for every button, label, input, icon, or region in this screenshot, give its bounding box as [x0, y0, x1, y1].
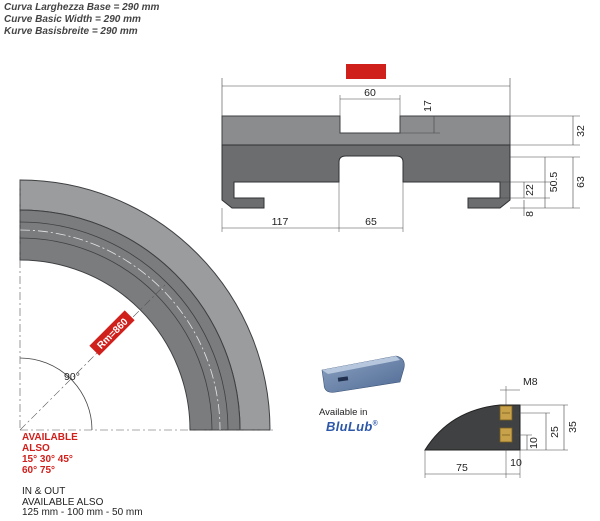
available-angles: AVAILABLE ALSO 15° 30° 45° 60° 75°	[22, 432, 78, 476]
dim-offset: 10	[510, 457, 522, 469]
dim-screw: M8	[523, 376, 538, 388]
angle-label: 90°	[64, 371, 80, 383]
red-line: 60° 75°	[22, 465, 56, 476]
in-out-availability: IN & OUT AVAILABLE ALSO 125 mm - 100 mm …	[22, 486, 143, 519]
dim-total-height: 63	[575, 176, 587, 188]
dim-slot-height: 22	[524, 184, 536, 196]
brand-name: BluLub	[326, 419, 373, 434]
dim-left-span: 117	[272, 216, 289, 228]
red-line: AVAILABLE	[22, 432, 78, 443]
dim-hole-gap: 10	[528, 437, 540, 449]
dim-length: 75	[456, 462, 468, 474]
dim-base-thickness: 8	[524, 211, 536, 217]
width-badge	[346, 64, 386, 79]
red-line: ALSO	[22, 443, 50, 454]
radius-badge	[89, 310, 135, 356]
upper-plate	[221, 115, 511, 146]
end-piece-shape	[424, 404, 521, 451]
curve-drawing: 90° Rm=860	[19, 179, 275, 431]
red-line: 15° 30° 45°	[22, 454, 73, 465]
header-english: Curve Basic Width = 290 mm	[4, 14, 141, 25]
dim-height: 35	[567, 421, 579, 433]
dim-bottom-notch-width: 65	[365, 216, 377, 228]
black-line: AVAILABLE ALSO	[22, 496, 104, 508]
blulub-pad-image	[321, 355, 405, 393]
dim-upper-hole: 25	[549, 426, 561, 438]
header-italian: Curva Larghezza Base = 290 mm	[4, 2, 160, 13]
brand-mark: ®	[372, 420, 379, 428]
dim-top-notch-width: 60	[364, 87, 376, 99]
radius-label: Rm=860	[96, 316, 131, 351]
lower-body	[221, 144, 511, 209]
dim-top-notch-depth: 17	[422, 100, 434, 112]
end-piece-drawing: M8 10 25 35 75 10	[424, 376, 579, 478]
cross-section: 60 17 32 63 50.5 22 8 117 65	[221, 64, 587, 232]
available-in-label: Available in	[319, 407, 368, 418]
dim-upper-height: 32	[575, 125, 587, 137]
blulub-logo: BluLub®	[326, 419, 378, 434]
header-german: Kurve Basisbreite = 290 mm	[4, 26, 138, 37]
black-line: IN & OUT	[22, 486, 66, 497]
black-line: 125 mm - 100 mm - 50 mm	[22, 507, 143, 518]
dim-side-height: 50.5	[548, 172, 560, 193]
